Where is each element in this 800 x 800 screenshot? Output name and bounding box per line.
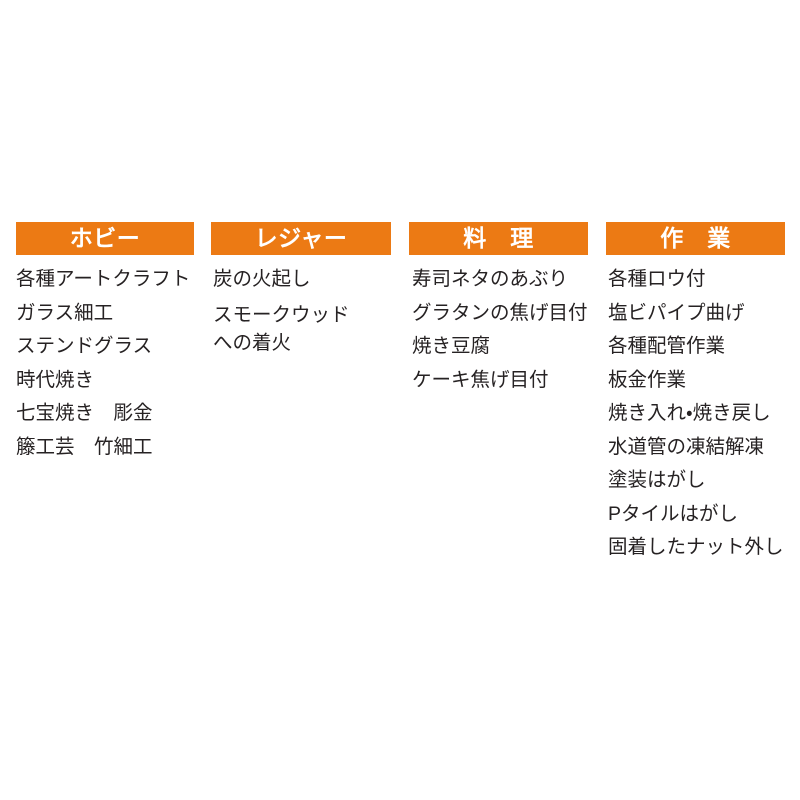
list-item: 水道管の凍結解凍 — [608, 435, 765, 458]
list-item: 板金作業 — [608, 368, 687, 391]
list-item: 塩ビパイプ曲げ — [608, 301, 745, 324]
category-header-cooking: 料 理 — [409, 222, 588, 255]
list-item: ステンドグラス — [16, 335, 153, 357]
list-item: Pタイルはがし — [608, 502, 739, 525]
list-item: 炭の火起し — [213, 268, 311, 290]
list-item: グラタンの焦げ目付 — [412, 301, 588, 324]
category-header-work: 作 業 — [606, 222, 785, 255]
category-header-leisure: レジャー — [211, 222, 391, 255]
category-column-work: 作 業 各種ロウ付 塩ビパイプ曲げ 各種配管作業 板金作業 焼き入れ・焼き戻し … — [606, 222, 785, 565]
list-item: 固着したナット外し — [608, 536, 784, 558]
item-list-leisure: 炭の火起し スモークウッド への着火 — [211, 263, 391, 360]
list-item: ガラス細工 — [16, 301, 114, 324]
list-item: ケーキ焦げ目付 — [412, 368, 549, 391]
list-item: 各種配管作業 — [608, 335, 726, 357]
list-item: 塗装はがし — [608, 469, 706, 491]
category-column-hobby: ホビー 各種アートクラフト ガラス細工 ステンドグラス 時代焼き 七宝焼き 彫金… — [16, 222, 194, 464]
item-list-cooking: 寿司ネタのあぶり グラタンの焦げ目付 焼き豆腐 ケーキ焦げ目付 — [409, 263, 588, 397]
list-item: 各種ロウ付 — [608, 268, 706, 290]
category-column-leisure: レジャー 炭の火起し スモークウッド への着火 — [211, 222, 391, 360]
list-item: 寿司ネタのあぶり — [412, 268, 569, 290]
list-item: 焼き入れ・焼き戻し — [608, 402, 771, 424]
category-columns: ホビー 各種アートクラフト ガラス細工 ステンドグラス 時代焼き 七宝焼き 彫金… — [0, 222, 800, 565]
item-list-work: 各種ロウ付 塩ビパイプ曲げ 各種配管作業 板金作業 焼き入れ・焼き戻し 水道管の… — [606, 263, 785, 565]
list-item: 籐工芸 竹細工 — [16, 435, 153, 458]
category-header-hobby: ホビー — [16, 222, 194, 255]
item-list-hobby: 各種アートクラフト ガラス細工 ステンドグラス 時代焼き 七宝焼き 彫金 籐工芸… — [16, 263, 194, 464]
list-item: 時代焼き — [16, 368, 95, 391]
list-item: 焼き豆腐 — [412, 335, 491, 357]
list-item: 各種アートクラフト — [16, 268, 191, 290]
list-item: スモークウッド への着火 — [213, 303, 350, 354]
list-item: 七宝焼き 彫金 — [16, 402, 153, 424]
category-column-cooking: 料 理 寿司ネタのあぶり グラタンの焦げ目付 焼き豆腐 ケーキ焦げ目付 — [409, 222, 588, 397]
